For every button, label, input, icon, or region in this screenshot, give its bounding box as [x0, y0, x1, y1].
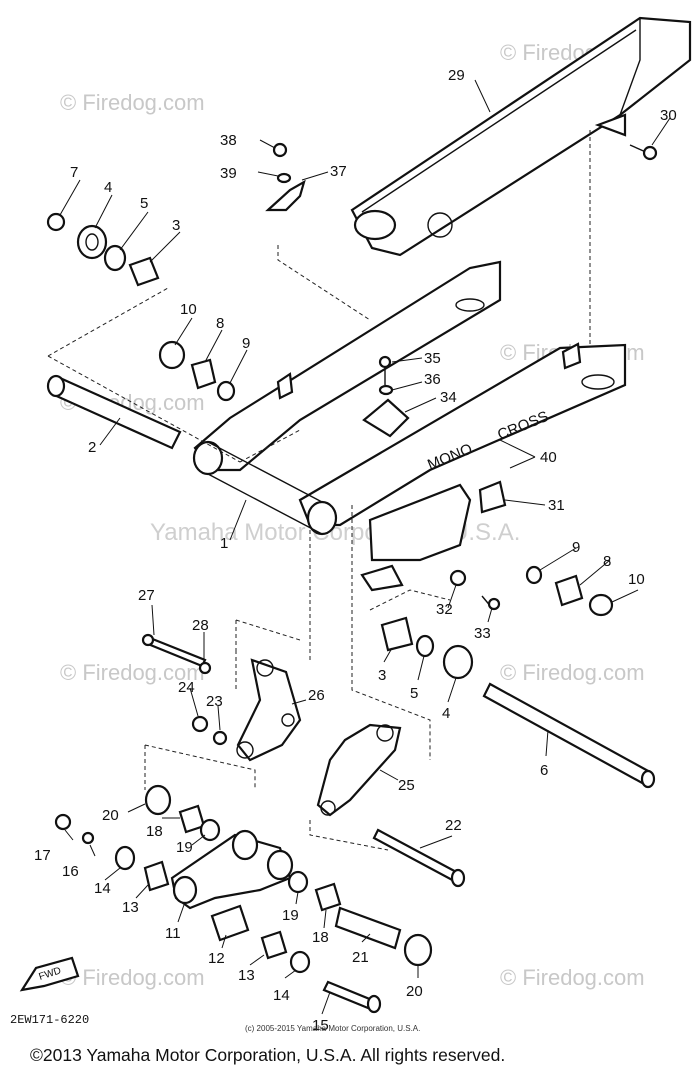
callout-38: 38: [220, 132, 237, 149]
callout-39: 39: [220, 165, 237, 182]
callout-4b: 4: [442, 705, 450, 722]
callout-31: 31: [548, 497, 565, 514]
callout-10b: 10: [628, 571, 645, 588]
bolts-22-15: [322, 828, 466, 1014]
rear-arm-exploded-diagram: © Firedog.com © Firedog.com © Firedog.co…: [19, 16, 692, 1034]
chain-guard-part: [350, 16, 692, 257]
tiny-copyright: (c) 2005-2015 Yamaha Motor Corporation, …: [245, 1024, 421, 1033]
callout-5: 5: [140, 195, 148, 212]
callout-26: 26: [308, 687, 325, 704]
watermark: © Firedog.com: [60, 660, 205, 685]
callout-24: 24: [178, 679, 195, 696]
nuts-23-24: [191, 715, 228, 746]
callout-14b: 14: [273, 987, 290, 1004]
callout-17: 17: [34, 847, 51, 864]
chain-slider-part: [360, 480, 507, 592]
callout-18b: 18: [312, 929, 329, 946]
bolt-30: [629, 144, 658, 161]
leader-lines: [59, 79, 671, 1015]
callout-19: 19: [176, 839, 193, 856]
relay-arm-11: [170, 829, 294, 910]
callout-7: 7: [70, 164, 78, 181]
callout-22: 22: [445, 817, 462, 834]
callout-3b: 3: [378, 667, 386, 684]
callout-19b: 19: [282, 907, 299, 924]
connecting-rod-25: [316, 723, 402, 817]
callout-18: 18: [146, 823, 163, 840]
nut-7: [46, 212, 66, 232]
rod-6: [482, 682, 656, 789]
callout-27: 27: [138, 587, 155, 604]
callout-9: 9: [242, 335, 250, 352]
callout-20: 20: [102, 807, 119, 824]
watermark: © Firedog.com: [500, 660, 645, 685]
callout-15: 15: [312, 1017, 329, 1034]
callout-28: 28: [192, 617, 209, 634]
callout-32: 32: [436, 601, 453, 618]
bolt-27: [141, 633, 212, 675]
watermark: © Firedog.com: [60, 965, 205, 990]
callout-33: 33: [474, 625, 491, 642]
right-bushings: [380, 565, 614, 680]
callout-40: 40: [540, 449, 557, 466]
callout-13: 13: [122, 899, 139, 916]
callout-8b: 8: [603, 553, 611, 570]
swing-arm-part: MONO CROSS: [192, 260, 627, 536]
callout-14: 14: [94, 880, 111, 897]
callout-29: 29: [448, 67, 465, 84]
callout-23: 23: [206, 693, 223, 710]
callout-16: 16: [62, 863, 79, 880]
callout-5b: 5: [410, 685, 418, 702]
callout-30: 30: [660, 107, 677, 124]
diagram-code: 2EW171-6220: [10, 1013, 90, 1027]
pivot-shaft-part: [46, 374, 182, 450]
callout-25: 25: [398, 777, 415, 794]
callout-2: 2: [88, 439, 96, 456]
callout-20b: 20: [406, 983, 423, 1000]
callout-10: 10: [180, 301, 197, 318]
callout-21: 21: [352, 949, 369, 966]
nut-32: [449, 569, 467, 587]
cable-guide-37: [265, 142, 306, 212]
callout-36: 36: [424, 371, 441, 388]
connecting-rod-26: [236, 658, 302, 762]
left-bushings: [46, 212, 236, 402]
callout-37: 37: [330, 163, 347, 180]
lower-collars: [54, 784, 433, 974]
watermark: © Firedog.com: [500, 965, 645, 990]
callout-12: 12: [208, 950, 225, 967]
callout-4: 4: [104, 179, 112, 196]
callout-3: 3: [172, 217, 180, 234]
callout-35: 35: [424, 350, 441, 367]
fwd-arrow-icon: FWD: [19, 956, 80, 992]
callout-numbers: 7 4 5 3 10 8 9 2 1 38 39 37 29 30 35 36 …: [34, 67, 677, 1034]
callout-8: 8: [216, 315, 224, 332]
callout-11: 11: [165, 925, 181, 942]
guide-lines: [47, 130, 591, 851]
callout-9b: 9: [572, 539, 580, 556]
callout-34: 34: [440, 389, 457, 406]
copyright-notice: ©2013 Yamaha Motor Corporation, U.S.A. A…: [30, 1045, 506, 1065]
callout-1: 1: [220, 535, 228, 552]
callout-13b: 13: [238, 967, 255, 984]
callout-6: 6: [540, 762, 548, 779]
watermark: © Firedog.com: [60, 90, 205, 115]
cable-guide-34: [362, 355, 410, 438]
